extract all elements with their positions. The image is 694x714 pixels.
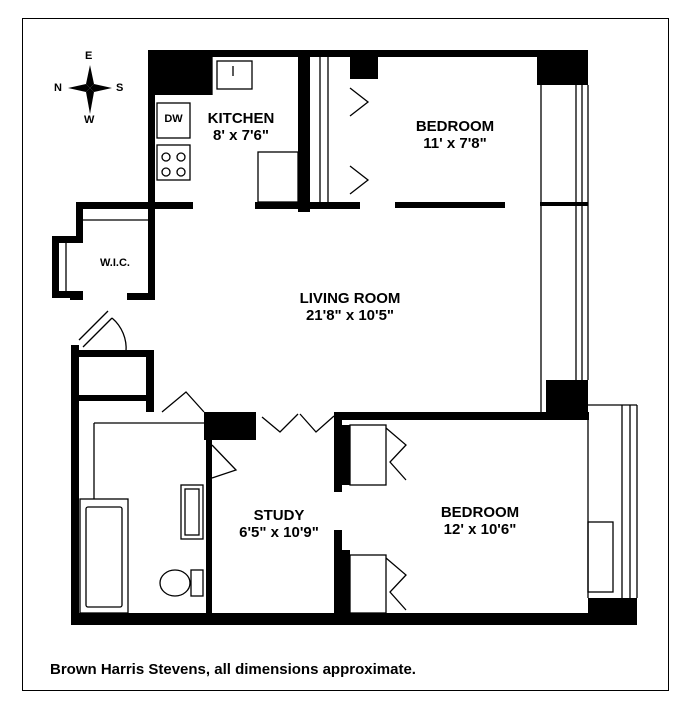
room-name: BEDROOM [440, 504, 520, 521]
wall-block [588, 598, 637, 625]
study-door [211, 444, 238, 479]
wall [305, 50, 588, 57]
entry-door [78, 310, 109, 341]
room-dims: 6'5" x 10'9" [239, 523, 319, 541]
wall [148, 209, 155, 299]
wall [342, 425, 350, 485]
wall [206, 440, 212, 625]
room-name: LIVING ROOM [299, 290, 401, 307]
toilet [159, 569, 191, 597]
compass-icon [68, 65, 112, 114]
toilet-tank [190, 569, 204, 597]
compass-north-label: N [54, 82, 62, 94]
wall [76, 202, 83, 238]
wall [148, 202, 193, 209]
counter [257, 151, 299, 203]
wall [395, 202, 505, 208]
wall [127, 293, 155, 300]
bathtub [79, 498, 129, 614]
wall [52, 236, 59, 296]
wall [342, 550, 350, 618]
closet-door [349, 87, 370, 117]
wall [76, 202, 155, 209]
wall-block [148, 50, 212, 95]
wall [334, 412, 342, 492]
vanity-inner [184, 488, 200, 536]
wall [52, 291, 83, 298]
room-name: STUDY [253, 507, 305, 524]
burner [176, 152, 186, 162]
stove [156, 144, 191, 181]
wall [52, 236, 83, 243]
study-door [299, 413, 335, 433]
room-label-study: STUDY 6'5" x 10'9" [219, 507, 339, 541]
wall-block [350, 57, 378, 79]
burner [161, 152, 171, 162]
sink [216, 60, 253, 90]
room-name: W.I.C. [100, 257, 130, 269]
room-dims: 21'8" x 10'5" [305, 306, 395, 324]
room-label-bedroom-top: BEDROOM 11' x 7'8" [395, 118, 515, 152]
room-label-kitchen: KITCHEN 8' x 7'6" [196, 110, 286, 144]
wall-block [204, 412, 256, 440]
wall [71, 395, 151, 401]
door-swing [111, 317, 127, 353]
study-door [261, 413, 299, 433]
dishwasher [156, 102, 191, 139]
room-name: KITCHEN [207, 110, 275, 127]
wall [71, 613, 637, 625]
wall [148, 50, 155, 210]
burner [176, 167, 186, 177]
room-dims: 8' x 7'6" [213, 126, 269, 144]
wall [70, 293, 83, 300]
wall [255, 202, 360, 209]
room-name: BEDROOM [415, 118, 495, 135]
closet-door [349, 165, 370, 195]
closet [349, 554, 387, 614]
room-dims: 11' x 7'8" [423, 134, 487, 152]
wall [334, 530, 342, 625]
bath-door [161, 391, 205, 413]
wall [540, 202, 588, 206]
wall-block [537, 50, 588, 85]
room-dims: 12' x 10'6" [443, 520, 517, 538]
room-label-bedroom-bottom: BEDROOM 12' x 10'6" [415, 504, 545, 538]
closet-door [385, 427, 407, 481]
wall [148, 50, 310, 57]
wall [71, 350, 153, 357]
caption: Brown Harris Stevens, all dimensions app… [50, 661, 416, 678]
closet-door [385, 557, 407, 611]
burner [161, 167, 171, 177]
vanity [180, 484, 204, 540]
entry-door [82, 317, 113, 348]
room-label-living: LIVING ROOM 21'8" x 10'5" [270, 290, 430, 324]
dishwasher-label: DW [164, 113, 183, 125]
wall [71, 345, 79, 625]
bathtub-inner [85, 506, 123, 608]
compass-south-label: S [116, 82, 124, 94]
wall [298, 50, 310, 212]
wall-block [546, 380, 588, 420]
plan-frame [22, 18, 669, 691]
wall [146, 350, 154, 412]
closet [349, 424, 387, 486]
radiator [587, 521, 614, 593]
compass-west-label: W [84, 114, 95, 126]
compass-east-label: E [85, 50, 93, 62]
wall [334, 412, 589, 420]
room-label-wic: W.I.C. [86, 257, 144, 269]
